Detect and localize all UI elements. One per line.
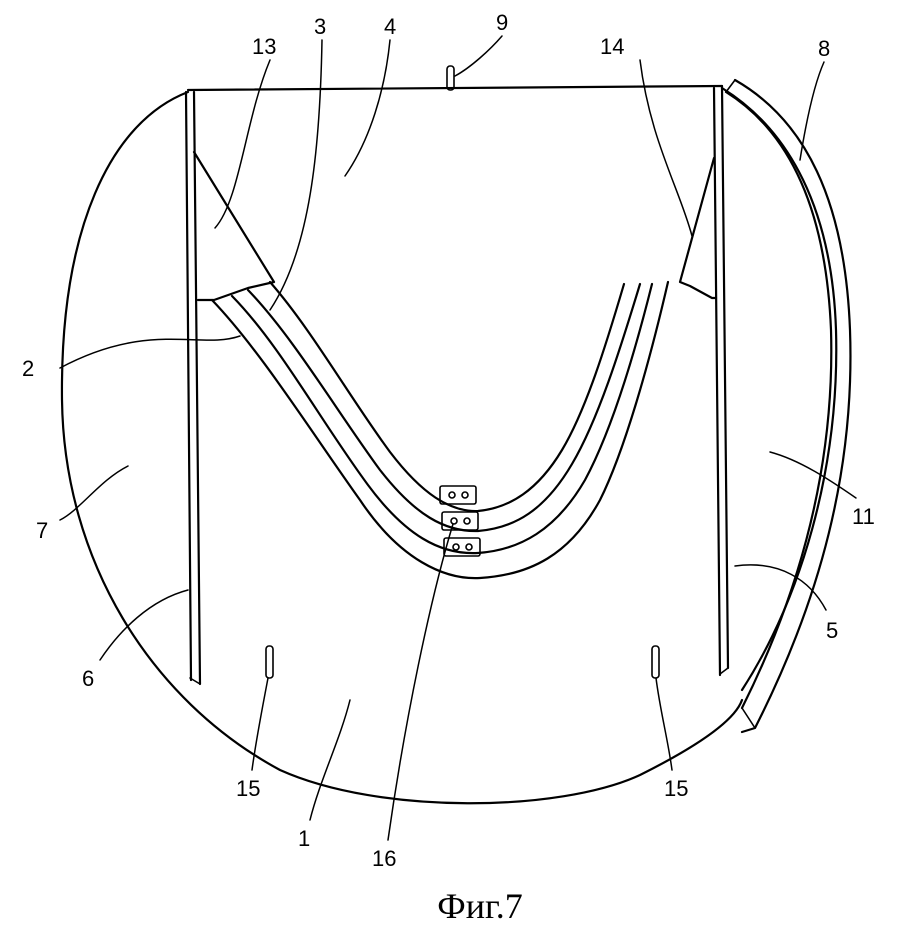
- label-13: 13: [252, 34, 276, 59]
- label-2: 2: [22, 356, 34, 381]
- figure-caption: Фиг.7: [437, 886, 522, 926]
- label-7: 7: [36, 518, 48, 543]
- slot-15-right: [651, 645, 660, 679]
- leader-2: [59, 335, 241, 369]
- label-15-right: 15: [664, 776, 688, 801]
- label-3: 3: [314, 14, 326, 39]
- leader-14: [639, 59, 693, 237]
- channel-outer-2: [210, 280, 670, 580]
- label-4: 4: [384, 14, 396, 39]
- leader-15-left: [251, 677, 269, 771]
- leader-4: [344, 39, 391, 177]
- right-post-inner: [712, 86, 722, 677]
- leader-1: [309, 699, 351, 821]
- leader-11: [769, 451, 857, 499]
- clip-top: [439, 485, 477, 505]
- leader-7: [59, 465, 129, 521]
- left-post-outer: [184, 90, 193, 682]
- label-1: 1: [298, 826, 310, 851]
- leader-3: [269, 39, 323, 311]
- label-16: 16: [372, 846, 396, 871]
- label-11: 11: [852, 504, 875, 529]
- strap-8-inner: [724, 90, 833, 710]
- top-edge: [186, 84, 724, 92]
- channel-inner-3: [268, 280, 626, 513]
- slot-9: [446, 65, 455, 91]
- strap-8-top-cap: [725, 79, 736, 93]
- label-14: 14: [600, 34, 624, 59]
- left-post-inner: [192, 90, 202, 686]
- leader-9: [454, 35, 503, 77]
- channel-mid-b: [246, 282, 642, 533]
- strap-8-outer: [733, 78, 852, 734]
- label-6: 6: [82, 666, 94, 691]
- leader-16: [387, 523, 454, 841]
- leader-5: [734, 564, 827, 611]
- clip-group-16: [439, 485, 481, 557]
- clip-middle: [441, 511, 479, 531]
- leader-8: [799, 61, 825, 161]
- outer-envelope-outline: [60, 90, 744, 805]
- right-post-outer: [720, 84, 730, 670]
- leader-6: [99, 589, 189, 661]
- left-gusset-13: [192, 150, 276, 302]
- right-gusset-14: [678, 156, 718, 300]
- slot-15-left: [265, 645, 274, 679]
- label-9: 9: [496, 10, 508, 35]
- label-15-left: 15: [236, 776, 260, 801]
- channel-mid-a: [230, 282, 654, 555]
- strap-8-bottom-cap: [741, 707, 756, 729]
- right-post-foot: [719, 667, 729, 675]
- leader-15-right: [655, 677, 673, 771]
- label-8: 8: [818, 36, 830, 61]
- left-post-foot: [189, 677, 201, 685]
- label-5: 5: [826, 618, 838, 643]
- clip-bottom: [443, 537, 481, 557]
- leader-13: [214, 59, 271, 229]
